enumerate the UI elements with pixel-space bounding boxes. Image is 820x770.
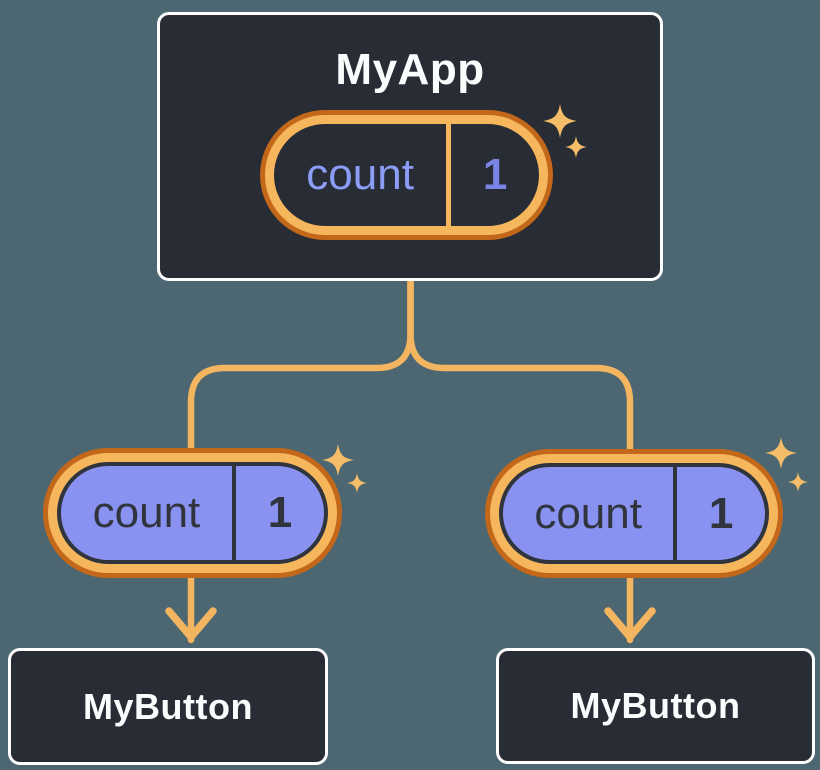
state-value-label: 1 — [482, 150, 508, 199]
sparkle-icon — [322, 444, 354, 476]
node-myapp-label: MyApp — [335, 45, 485, 94]
state-pill-divider — [446, 124, 452, 226]
prop-pill-divider — [673, 467, 678, 560]
prop-value-label: 1 — [708, 488, 734, 538]
prop-pill-body: count 1 — [499, 463, 769, 564]
prop-pill-right: count 1 — [485, 449, 783, 578]
state-pill-myapp: count 1 — [260, 110, 553, 240]
state-name-label: count — [306, 150, 414, 199]
sparkle-icon — [565, 136, 587, 158]
prop-value-label: 1 — [267, 488, 293, 537]
arrow-down-icon — [604, 607, 656, 641]
node-mybutton-left: MyButton — [8, 648, 328, 765]
prop-pill-body: count 1 — [57, 462, 328, 564]
state-pill-ring: count 1 — [265, 115, 548, 235]
prop-pill-left: count 1 — [43, 448, 342, 578]
sparkle-icon — [765, 437, 797, 469]
node-mybutton-left-label: MyButton — [83, 685, 253, 727]
sparkle-icon — [347, 473, 367, 493]
prop-name-label: count — [92, 488, 201, 537]
prop-pill-ring: count 1 — [490, 454, 778, 573]
connector-left-branch — [187, 276, 414, 644]
arrow-down-icon — [165, 607, 217, 641]
sparkle-icon — [543, 104, 577, 138]
node-mybutton-right: MyButton — [496, 648, 815, 764]
prop-name-label: count — [534, 488, 642, 538]
sparkle-icon — [788, 472, 808, 492]
prop-pill-divider — [231, 466, 236, 560]
prop-pill-ring: count 1 — [48, 453, 337, 573]
state-pill-body: count 1 — [274, 124, 539, 226]
connector-right-branch — [407, 276, 634, 644]
node-mybutton-right-label: MyButton — [570, 685, 741, 726]
